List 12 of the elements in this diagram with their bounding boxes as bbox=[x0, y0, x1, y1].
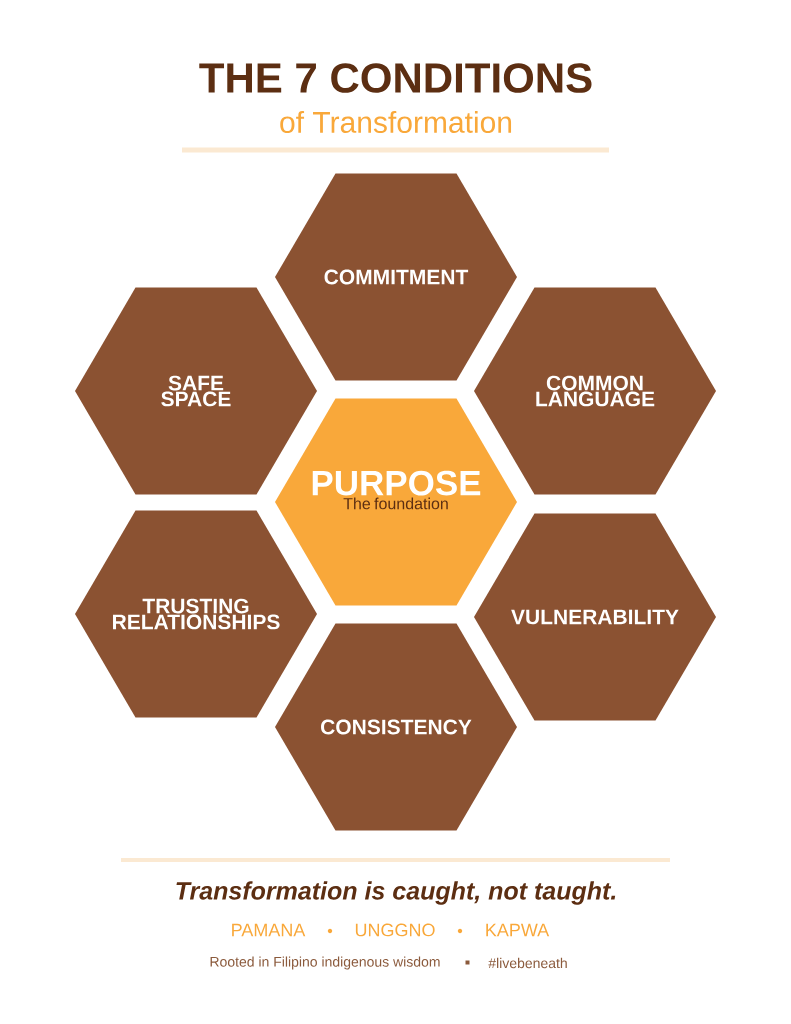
hexagon: TRUSTING RELATIONSHIPS bbox=[75, 510, 317, 718]
keyword: UNGGNO bbox=[355, 923, 435, 937]
title: THE 7 CONDITIONS bbox=[199, 63, 592, 93]
hexagon: VULNERABILITY bbox=[474, 513, 716, 721]
hashtag: #livebeneath bbox=[488, 957, 567, 969]
keyword: PAMANA bbox=[232, 923, 306, 937]
tagline: Transformation is caught, not taught. bbox=[176, 881, 616, 905]
hexagon: COMMITMENT bbox=[275, 173, 517, 381]
hexagon: PURPOSE The foundation bbox=[275, 398, 517, 606]
subtitle: of Transformation bbox=[280, 111, 512, 134]
footer-text: Rooted in Filipino indigenous wisdom bbox=[210, 956, 440, 970]
keyword: KAPWA bbox=[486, 923, 550, 937]
